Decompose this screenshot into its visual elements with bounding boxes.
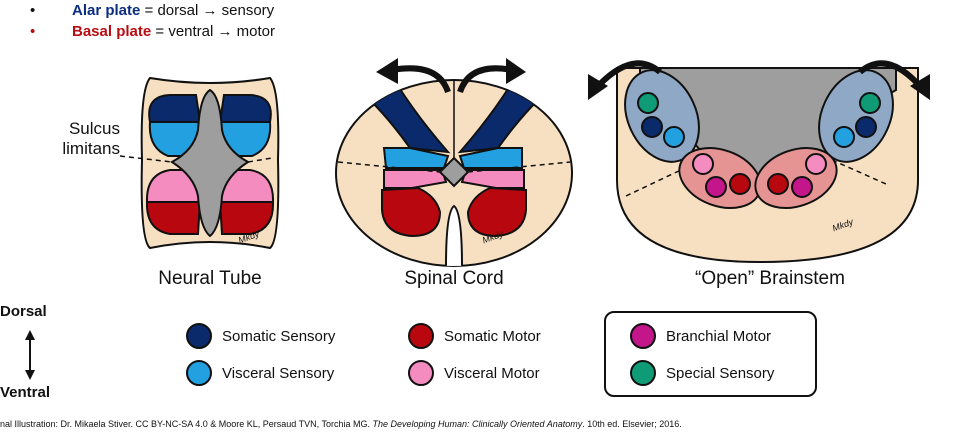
curved-arrow-icon — [391, 65, 451, 94]
sulcus-limitans-label: Sulcus limitans — [50, 119, 120, 159]
spinal-cord-caption: Spinal Cord — [404, 268, 504, 289]
visceral-motor-nucleus — [805, 153, 827, 175]
alar-plate-definition: = dorsal → sensory — [140, 2, 275, 19]
alar-plate-term: Alar plate — [72, 2, 141, 19]
legend-item: Somatic Sensory — [186, 322, 335, 350]
branchial-motor-nucleus — [791, 176, 813, 198]
somatic-motor-region — [145, 201, 202, 235]
neural-tube-lumen — [170, 88, 250, 238]
bullet-marker: • — [30, 23, 36, 40]
somatic-motor-region — [381, 186, 442, 238]
legend-swatch-icon — [408, 323, 434, 349]
neural-tube-caption: Neural Tube — [158, 268, 262, 289]
somatic-sensory-nucleus — [855, 116, 877, 138]
plate-definitions: • Alar plate = dorsal → sensory • Basal … — [30, 0, 275, 42]
basal-plate-bullet: • Basal plate = ventral → motor — [30, 21, 275, 42]
curved-arrow-icon — [597, 60, 662, 87]
legend-swatch-icon — [186, 360, 212, 386]
credit-lead: nal Illustration: Dr. Mikaela Stiver. CC… — [0, 419, 373, 429]
visceral-sensory-region — [458, 147, 523, 169]
credit-book-title: The Developing Human: Clinically Oriente… — [372, 419, 583, 429]
legend-label: Branchial Motor — [666, 327, 772, 345]
visceral-sensory-nucleus — [663, 126, 685, 148]
brainstem-only-legend-box — [604, 311, 817, 397]
curved-arrow-icon — [858, 60, 921, 87]
somatic-sensory-region — [368, 84, 451, 154]
basal-plate-term: Basal plate — [72, 23, 152, 40]
visceral-motor-region — [460, 169, 525, 189]
special-sensory-nucleus — [637, 92, 659, 114]
legend-item: Branchial Motor — [630, 322, 771, 350]
open-brainstem-diagram — [588, 60, 930, 264]
somatic-motor-nucleus — [767, 173, 789, 195]
visceral-sensory-region — [382, 147, 450, 169]
visceral-motor-nucleus — [692, 153, 714, 175]
somatic-sensory-nucleus — [641, 116, 663, 138]
somatic-motor-region — [218, 201, 275, 235]
special-sensory-nucleus — [859, 92, 881, 114]
dorsal-ventral-arrow-icon — [25, 330, 35, 380]
legend-label: Visceral Sensory — [222, 364, 335, 382]
sulcus-limitans-line — [831, 159, 887, 185]
spinal-cord-diagram — [335, 58, 573, 267]
legend-item: Visceral Sensory — [186, 359, 334, 387]
dorsal-label: Dorsal — [0, 303, 47, 320]
anterior-median-fissure — [445, 204, 463, 266]
ventral-label: Ventral — [0, 384, 51, 401]
visceral-sensory-nucleus — [833, 126, 855, 148]
sulcus-label-line1: Sulcus — [68, 119, 120, 138]
image-credit: nal Illustration: Dr. Mikaela Stiver. CC… — [0, 419, 955, 429]
arrowhead-icon — [506, 58, 526, 84]
legend-label: Special Sensory — [666, 364, 775, 382]
central-canal — [438, 156, 470, 188]
branchial-motor-nucleus — [705, 176, 727, 198]
somatic-sensory-region — [148, 94, 202, 123]
arrowhead-icon — [376, 58, 398, 84]
legend-item: Special Sensory — [630, 359, 774, 387]
arrowhead-icon — [910, 74, 930, 100]
sulcus-limitans-line — [337, 161, 441, 173]
curved-arrow-icon — [457, 65, 513, 94]
somatic-motor-region — [466, 186, 527, 238]
sulcus-limitans-line — [467, 161, 571, 173]
legend-item: Somatic Motor — [408, 322, 541, 350]
brainstem-caption: “Open” Brainstem — [695, 268, 845, 289]
neural-tube-diagram — [119, 76, 280, 250]
legend-swatch-icon — [408, 360, 434, 386]
arrowhead-icon — [588, 74, 608, 100]
visceral-motor-region — [383, 169, 448, 189]
legend-swatch-icon — [630, 323, 656, 349]
basal-plate-definition: = ventral → motor — [151, 23, 276, 40]
alar-plate-bullet: • Alar plate = dorsal → sensory — [30, 0, 275, 21]
bullet-marker: • — [30, 2, 36, 19]
legend-label: Visceral Motor — [444, 364, 540, 382]
legend-item: Visceral Motor — [408, 359, 540, 387]
somatic-sensory-region — [218, 94, 272, 123]
somatic-motor-nucleus — [729, 173, 751, 195]
sulcus-label-line2: limitans — [62, 139, 120, 158]
legend-swatch-icon — [630, 360, 656, 386]
legend-label: Somatic Motor — [444, 327, 541, 345]
somatic-sensory-region — [457, 84, 540, 154]
legend-label: Somatic Sensory — [222, 327, 336, 345]
credit-tail: . 10th ed. Elsevier; 2016. — [582, 419, 682, 429]
sulcus-limitans-line — [247, 157, 273, 163]
legend-swatch-icon — [186, 323, 212, 349]
